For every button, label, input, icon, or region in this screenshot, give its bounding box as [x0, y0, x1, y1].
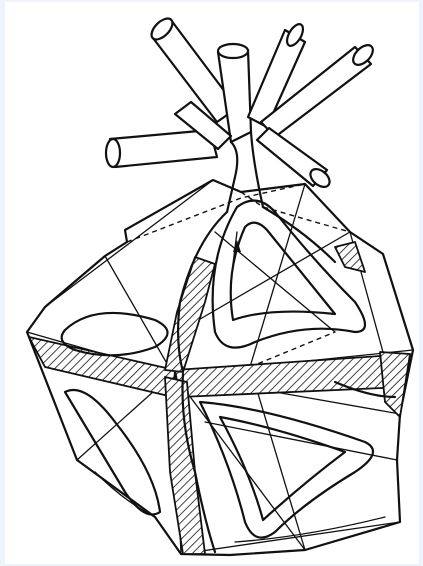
- hatch-upper-right: [335, 242, 365, 272]
- hatch-left-band: [29, 337, 175, 397]
- tube-left-end: [106, 139, 120, 167]
- polyhedron-illustration: [5, 2, 419, 564]
- strand-right: [263, 207, 335, 262]
- hidden-edge-right: [241, 192, 350, 232]
- hatch-center-band: [175, 354, 410, 397]
- channel-lower-left: [65, 390, 160, 515]
- channel-lower-right-inner: [220, 417, 345, 520]
- hatch-right-edge: [380, 352, 410, 417]
- tube-cluster: [106, 15, 376, 212]
- hatched-sections: [29, 242, 410, 554]
- figure-paper: [5, 2, 419, 564]
- hatch-vertical-left: [165, 377, 205, 554]
- edge-face-diagonal-2: [195, 232, 350, 322]
- tube-center-end: [218, 44, 248, 58]
- channel-lower-right: [200, 402, 373, 538]
- strand-bottom-edge: [235, 517, 385, 542]
